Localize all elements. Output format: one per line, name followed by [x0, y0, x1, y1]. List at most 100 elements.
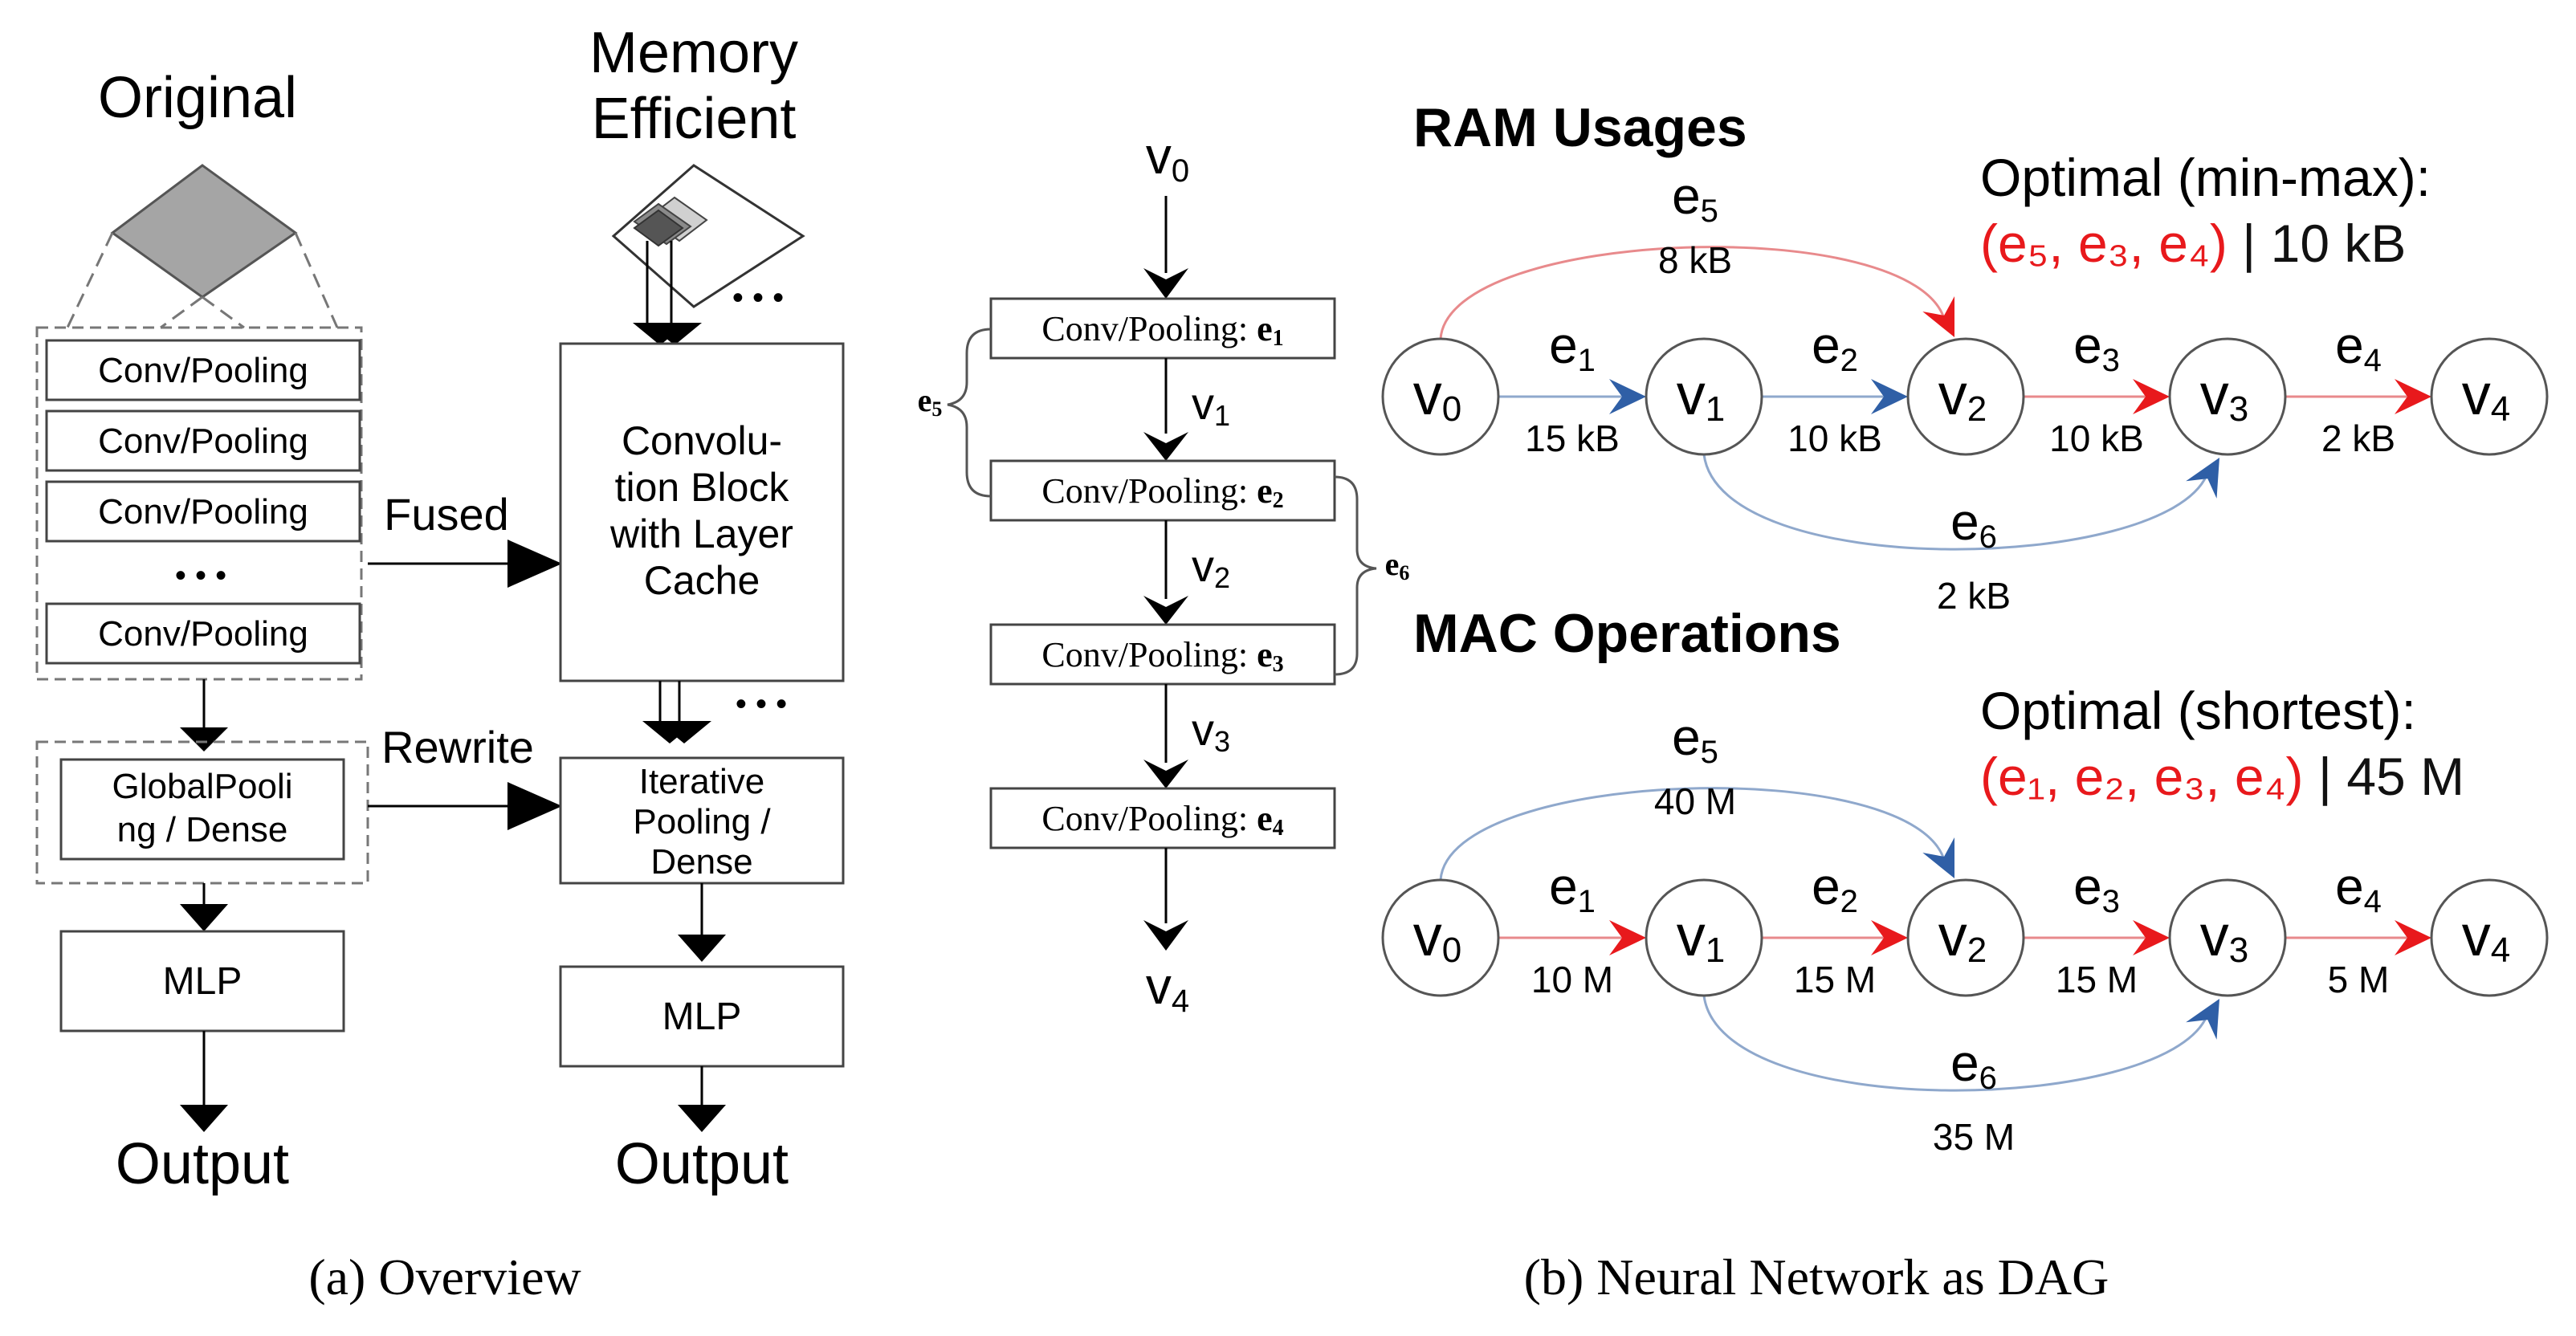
edge-arrowhead — [1871, 379, 1908, 414]
global-pool-line: GlobalPooli — [112, 767, 292, 806]
chain-node: v1 — [1192, 378, 1230, 432]
graph-node-label: v2 — [1938, 363, 1987, 429]
graph-node — [1906, 878, 2025, 997]
graph-node-label: v3 — [2200, 363, 2248, 429]
memory-efficient-label-line2: Efficient — [592, 87, 797, 151]
edge-value: 15 M — [1794, 959, 1876, 1000]
edge-value: 10 M — [1531, 959, 1613, 1000]
graph-node-sub: 0 — [1442, 931, 1461, 970]
chain-block-label: Conv/Pooling: e2 — [1041, 471, 1283, 513]
edge-arrowhead — [1871, 920, 1908, 955]
edge-label: e4 — [2335, 316, 2382, 378]
iter-pool-block — [559, 756, 845, 885]
chain-block — [989, 787, 1336, 849]
flow-arrowhead — [678, 1105, 726, 1132]
optimal-value: | 10 kB — [2228, 214, 2407, 273]
graph-node — [2168, 878, 2287, 997]
graph-node-base: v — [1938, 904, 1967, 968]
chain-block — [989, 459, 1336, 522]
edge-label-sub: 3 — [2102, 884, 2120, 919]
edge-label-base: e — [2335, 316, 2364, 374]
mlp-label: MLP — [662, 996, 742, 1038]
graph-node-label: v0 — [1413, 363, 1461, 429]
conv-block — [45, 339, 361, 401]
original-label: Original — [98, 66, 297, 130]
edge-value: 40 M — [1654, 780, 1736, 822]
graph-node-sub: 2 — [1967, 931, 1987, 970]
graph-node-base: v — [1413, 363, 1442, 427]
mlp-block-efficient — [559, 965, 845, 1068]
conv-cache-line: tion Block — [615, 465, 790, 510]
chain-arrowhead — [1143, 920, 1188, 951]
double-arrowhead — [657, 721, 711, 743]
output-label: Output — [116, 1132, 289, 1196]
edge-arrowhead — [2186, 458, 2219, 499]
graph-node — [1645, 337, 1763, 456]
projection-line — [294, 232, 339, 328]
edge-label: e3 — [2073, 857, 2120, 919]
graph-node-label: v0 — [1413, 904, 1461, 970]
edge-value: 2 kB — [2321, 418, 2395, 459]
graph-node-base: v — [2200, 904, 2229, 968]
edge-label-sub: 4 — [2364, 884, 2382, 919]
edge-label-sub: 2 — [1840, 343, 1858, 378]
conv-block-label: Conv/Pooling — [98, 351, 308, 390]
edge-value: 8 kB — [1658, 239, 1732, 281]
edge-label-sub: 1 — [1578, 884, 1596, 919]
edge-label: e1 — [1549, 857, 1596, 919]
rewrite-group — [35, 740, 369, 885]
graph-node-sub: 1 — [1706, 931, 1725, 970]
chain-node: v2 — [1192, 540, 1230, 594]
edge-label-base: e — [1549, 857, 1578, 915]
edge-label: e6 — [1950, 1034, 1997, 1096]
projection-line — [202, 295, 245, 329]
flow-arrowhead — [180, 904, 228, 931]
edge-value: 35 M — [1933, 1116, 2015, 1158]
graph-node-sub: 4 — [2491, 389, 2510, 429]
graph-title: MAC Operations — [1413, 603, 1841, 664]
edge-label: e2 — [1812, 857, 1858, 919]
iter-pool-line: Pooling / — [633, 802, 771, 841]
chain-block-label: Conv/Pooling: e3 — [1041, 635, 1283, 677]
graph-node-sub: 0 — [1442, 389, 1461, 429]
edge-label-sub: 6 — [1979, 519, 1997, 555]
chain-arrowhead — [1143, 596, 1188, 625]
edge-label-base: e — [2073, 316, 2102, 374]
chain-arrowhead — [1143, 760, 1188, 788]
graph-node-base: v — [2462, 904, 2491, 968]
conv-stack: Conv/Pooling Conv/Pooling Conv/Pooling •… — [45, 339, 361, 665]
dots-lower: • • • — [736, 686, 787, 722]
conv-block-label: Conv/Pooling — [98, 422, 308, 461]
graph-node — [2168, 337, 2287, 456]
edge-label-sub: 3 — [2102, 343, 2120, 378]
graph-node-label: v1 — [1677, 363, 1725, 429]
edge-arc — [1439, 787, 1946, 881]
graph-node-sub: 3 — [2229, 389, 2248, 429]
optimal-result: (e₁, e₂, e₃, e₄) | 45 M — [1980, 747, 2464, 806]
global-pool-line: ng / Dense — [117, 810, 288, 849]
fused-arrowhead — [507, 540, 562, 588]
graph-node-label: v2 — [1938, 904, 1987, 970]
graph-node-label: v3 — [2200, 904, 2248, 970]
edge-label-base: e — [1812, 857, 1840, 915]
optimal-path: (e₅, e₃, e₄) — [1980, 214, 2228, 273]
e5-brace-label: e5 — [918, 382, 943, 421]
graph-node-base: v — [1677, 904, 1706, 968]
edge-label: e4 — [2335, 857, 2382, 919]
edge-label: e2 — [1812, 316, 1858, 378]
edge-arrowhead — [2133, 920, 2170, 955]
iter-pool-line: Iterative — [639, 762, 765, 801]
graph-node-label: v4 — [2462, 904, 2510, 970]
graph-node-label: v1 — [1677, 904, 1725, 970]
conv-block — [45, 480, 361, 543]
chain-block-label: Conv/Pooling: e4 — [1041, 799, 1283, 841]
global-pool-block — [59, 758, 345, 861]
dots-mid: • • • — [175, 558, 226, 593]
graph-node-sub: 1 — [1706, 389, 1725, 429]
flow-arrowhead — [180, 1105, 228, 1132]
projection-line — [66, 232, 114, 328]
edge-arrowhead — [2395, 379, 2431, 414]
edge-label-sub: 6 — [1979, 1061, 1997, 1096]
graph-node — [2430, 878, 2549, 997]
